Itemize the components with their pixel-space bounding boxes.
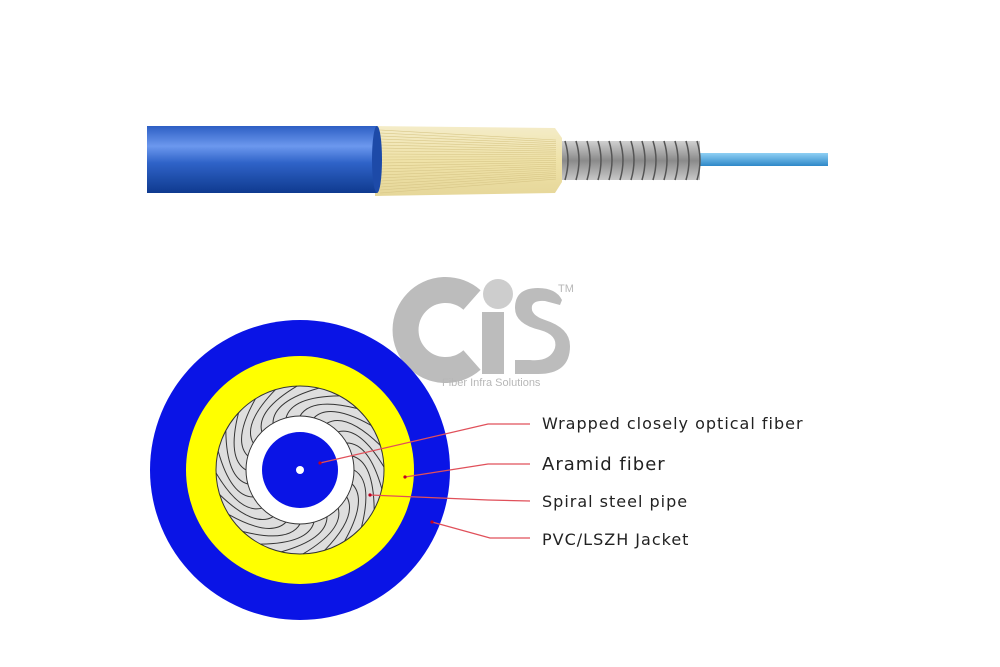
fiber-strand [695, 153, 828, 166]
steel-blade [281, 516, 328, 553]
aramid-strand [379, 178, 557, 194]
aramid-strand [379, 153, 557, 156]
steel-blade [228, 514, 287, 529]
aramid-strand [379, 144, 557, 150]
aramid-strand [379, 165, 557, 173]
aramid-strand [379, 162, 557, 167]
trademark-mark: TM [558, 283, 574, 295]
label-optical-fiber: Wrapped closely optical fiber [542, 414, 804, 433]
spiral-coil [674, 140, 679, 181]
leader-dot-fiber [318, 461, 322, 465]
steel-blade [352, 455, 375, 510]
label-pvc-lszh-jacket: PVC/LSZH Jacket [542, 530, 689, 549]
spiral-coil [597, 140, 602, 181]
globe-icon [483, 279, 513, 309]
spiral-coil [685, 140, 690, 181]
aramid-strand [379, 129, 557, 141]
steel-blade [219, 494, 274, 520]
steel-blade [233, 412, 247, 471]
steel-blade [285, 395, 340, 418]
cable-side-view [147, 126, 828, 196]
cis-logo: TM Fiber Infra Solutions [392, 277, 574, 389]
aramid-strand [379, 138, 557, 146]
spiral-coil [630, 140, 635, 181]
logo-tagline: Fiber Infra Solutions [442, 377, 541, 389]
aramid-strand [379, 175, 557, 188]
aramid-strand [379, 173, 557, 185]
leader-lines [319, 423, 531, 539]
aramid-strand [379, 150, 557, 154]
steel-blade [326, 420, 381, 446]
steel-blade [241, 398, 256, 457]
spiral-coil [608, 140, 613, 181]
jacket-end [372, 126, 382, 193]
label-aramid-fiber: Aramid fiber [542, 454, 666, 475]
steel-blade [353, 469, 367, 528]
steel-blade [302, 508, 340, 555]
aramid-strand [379, 135, 557, 145]
spiral-coil [641, 140, 646, 181]
leader-line-steel [369, 494, 531, 502]
aramid-strand [379, 171, 557, 182]
aramid-strand [379, 167, 557, 176]
steel-blade [242, 523, 301, 537]
leader-dot-steel [368, 493, 372, 497]
spiral-coil [619, 140, 624, 181]
steel-blade [344, 483, 359, 542]
steel-blade [260, 385, 298, 432]
leader-line-aramid [404, 463, 530, 478]
steel-blade [215, 472, 262, 510]
leader-line-fiber [319, 423, 530, 464]
spiral-steel-pipe-side [555, 140, 701, 181]
steel-blade [260, 522, 315, 545]
steel-blade [272, 387, 319, 424]
aramid-strand [379, 147, 557, 152]
aramid-strand [379, 141, 557, 148]
leader-dot-aramid [403, 475, 407, 479]
jacket-side [147, 126, 377, 193]
aramid-strand [379, 160, 557, 164]
aramid-strand [379, 169, 557, 179]
spiral-coil [564, 140, 569, 181]
steel-blade [313, 411, 372, 426]
steel-blade [346, 442, 383, 489]
spiral-coil [663, 140, 668, 181]
spiral-coil [696, 140, 701, 181]
spiral-coil [575, 140, 580, 181]
steel-blade [217, 451, 254, 498]
steel-blade [225, 430, 248, 485]
cable-cross-section [150, 320, 450, 620]
leader-line-jacket [431, 521, 530, 539]
leader-dot-jacket [430, 520, 434, 524]
aramid-strand [379, 163, 557, 170]
aramid-strand [379, 158, 557, 161]
aramid-strand [379, 176, 557, 191]
spiral-steel-blades [215, 385, 385, 555]
optical-fiber-core [296, 466, 304, 474]
steel-blade [338, 430, 385, 468]
steel-blade [299, 403, 358, 417]
steel-blade [250, 389, 276, 444]
label-spiral-steel-pipe: Spiral steel pipe [542, 492, 688, 511]
spiral-coil [586, 140, 591, 181]
steel-blade [324, 496, 350, 551]
aramid-strand [379, 132, 557, 143]
spiral-coil [652, 140, 657, 181]
